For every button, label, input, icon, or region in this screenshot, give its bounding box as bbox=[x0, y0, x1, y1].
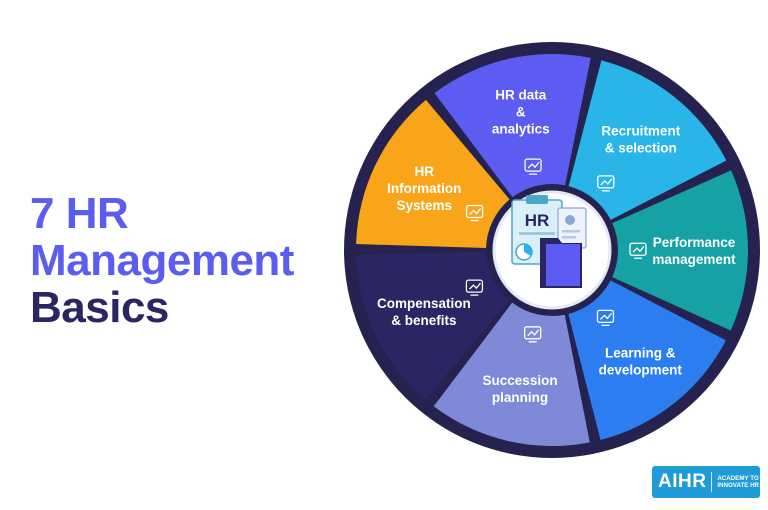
title-line-1: 7 HR bbox=[30, 189, 129, 238]
logo-divider bbox=[711, 472, 713, 492]
segment-compensation-benefits bbox=[356, 251, 510, 400]
segment-hr-information-systems bbox=[356, 99, 510, 248]
hand-coins-icon bbox=[465, 279, 484, 296]
hr-clipboard-illustration: HR bbox=[511, 195, 587, 288]
segment-label-hr-data-analytics: HR data&analytics bbox=[492, 87, 550, 136]
logo-tagline: ACADEMY TO INNOVATE HR bbox=[717, 474, 760, 490]
segment-label-compensation-benefits: Compensation& benefits bbox=[377, 296, 471, 328]
logo-wordmark: AIHR bbox=[658, 471, 707, 492]
people-ladder-icon bbox=[524, 326, 542, 343]
chart-folder-icon bbox=[629, 242, 647, 259]
segment-recruitment-selection bbox=[568, 60, 727, 220]
segment-hr-data-analytics bbox=[434, 54, 591, 198]
segment-label-recruitment-selection: Recruitment& selection bbox=[601, 124, 680, 156]
title-line-3: Basics bbox=[30, 283, 169, 332]
analytics-icon bbox=[524, 158, 542, 175]
megaphone-icon bbox=[597, 175, 615, 192]
wheel-segments bbox=[356, 54, 748, 446]
page-title: 7 HR Management Basics bbox=[30, 190, 294, 331]
segment-succession-planning bbox=[433, 302, 590, 446]
segment-performance-management bbox=[612, 170, 748, 331]
wheel-icons bbox=[465, 158, 647, 343]
segment-learning-development bbox=[568, 280, 726, 440]
aihr-logo: AIHR ACADEMY TO INNOVATE HR bbox=[652, 466, 760, 498]
presentation-icon bbox=[596, 309, 615, 327]
network-people-icon bbox=[465, 204, 484, 222]
segment-label-learning-development: Learning &development bbox=[599, 346, 683, 378]
title-line-2: Management bbox=[30, 236, 294, 285]
center-label: HR bbox=[525, 211, 550, 230]
